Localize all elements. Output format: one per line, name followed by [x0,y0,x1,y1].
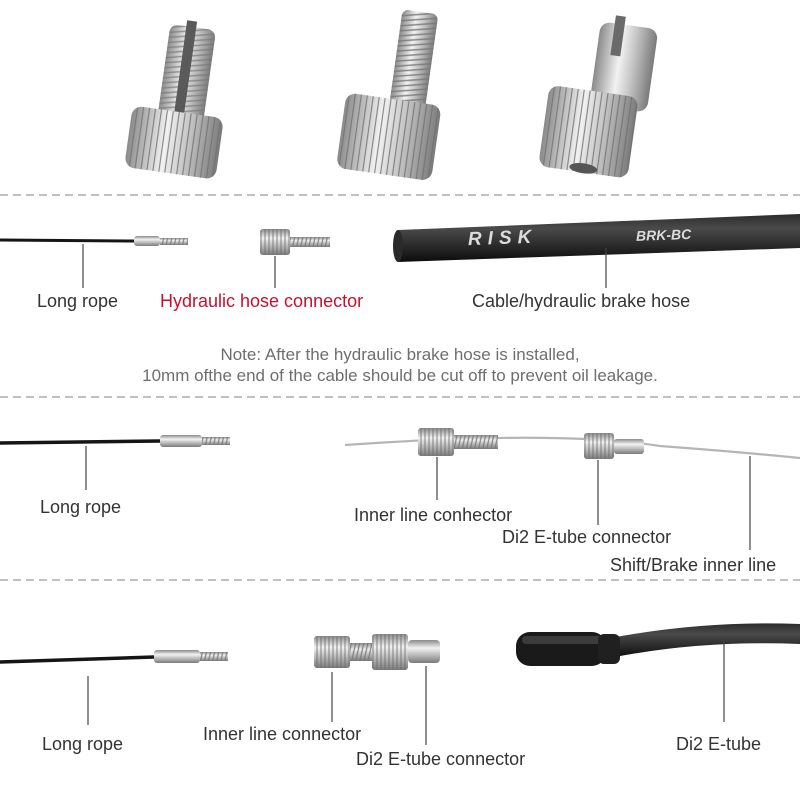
note-line-1: Note: After the hydraulic brake hose is … [220,345,580,364]
label-brake-hose: Cable/hydraulic brake hose [472,291,691,311]
etube-connector-icon-1 [584,433,644,459]
barrel-adjuster-icon [539,15,658,178]
threaded-adjuster-bolt-icon [337,10,441,180]
hose-brand-print: RISK [468,227,538,250]
label-long-rope-2: Long rope [40,497,122,517]
long-rope-1 [0,236,188,246]
label-long-rope-3: Long rope [42,734,124,754]
note-line-2: 10mm ofthe end of the cable should be cu… [142,366,658,385]
brake-hose-icon: RISK BRK-BC [393,214,800,262]
label-etube: Di2 E-tube [676,734,762,754]
etube-icon [516,623,800,666]
label-etube-connector-1: Di2 E-tube connector [502,527,672,547]
etube-connector-icon-2 [372,634,440,670]
hose-model-print: BRK-BC [636,226,693,244]
label-etube-connector-2: Di2 E-tube connector [356,749,526,769]
long-rope-2 [0,435,230,447]
label-hydraulic-hose-connector: Hydraulic hose connector [160,291,364,311]
label-long-rope-1: Long rope [37,291,119,311]
label-inner-line: Shift/Brake inner line [610,555,777,575]
inner-line-connector-icon-1 [418,428,498,456]
label-inner-line-connector-2: Inner line connector [203,724,362,744]
inner-line-connector-icon-2 [314,636,378,668]
slotted-adjuster-bolt-icon [125,20,223,179]
inner-line-wire [344,436,800,460]
hydraulic-hose-connector-icon [260,229,330,255]
long-rope-3 [0,650,228,664]
label-inner-line-connector-1: Inner line conhector [354,505,513,525]
